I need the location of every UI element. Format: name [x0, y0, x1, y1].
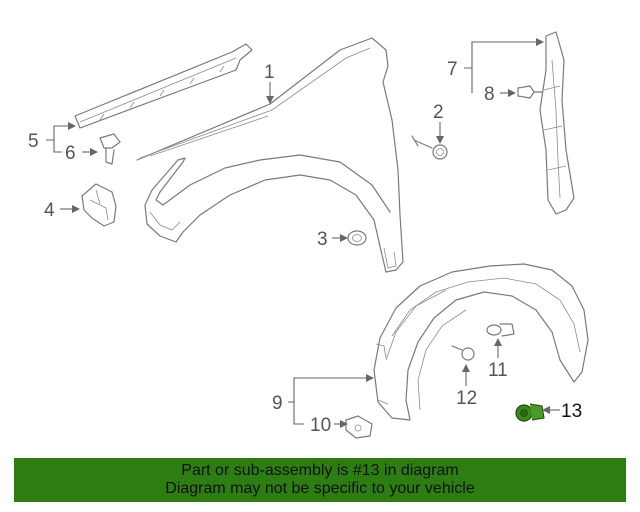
callout-11: 11	[488, 360, 508, 381]
callout-1: 1	[264, 62, 275, 83]
push-clip[interactable]	[486, 323, 515, 337]
fender-bracket[interactable]	[81, 183, 117, 227]
fender-liner[interactable]	[373, 263, 589, 421]
parts-diagram: 1 2 3 4 5 6 7 8 9 10 11 12 13	[28, 31, 589, 439]
callout-9: 9	[272, 393, 283, 414]
liner-nut[interactable]	[345, 415, 373, 439]
callout-2: 2	[433, 102, 444, 123]
fender-seal[interactable]	[74, 43, 253, 129]
callout-3: 3	[317, 229, 328, 250]
highlighted-part-13[interactable]	[515, 403, 545, 422]
banner-line-1: Part or sub-assembly is #13 in diagram	[181, 462, 459, 479]
callout-12: 12	[456, 388, 477, 409]
info-banner: Part or sub-assembly is #13 in diagram D…	[14, 458, 626, 502]
callout-5: 5	[28, 131, 39, 152]
callout-4: 4	[44, 200, 55, 221]
callout-8: 8	[484, 84, 495, 105]
callout-10: 10	[310, 415, 331, 436]
banner-line-2: Diagram may not be specific to your vehi…	[165, 480, 475, 497]
fender[interactable]	[136, 37, 404, 273]
leader-lines	[46, 38, 560, 428]
side-bracket[interactable]	[539, 31, 575, 215]
retainer-clip[interactable]	[99, 133, 121, 165]
callout-13: 13	[561, 401, 582, 422]
hole-plug[interactable]	[347, 230, 367, 246]
liner-screw[interactable]	[451, 345, 475, 361]
callout-7: 7	[447, 59, 458, 80]
callout-6: 6	[65, 143, 76, 164]
bracket-clip[interactable]	[517, 85, 543, 99]
fender-bolt[interactable]	[411, 135, 448, 160]
